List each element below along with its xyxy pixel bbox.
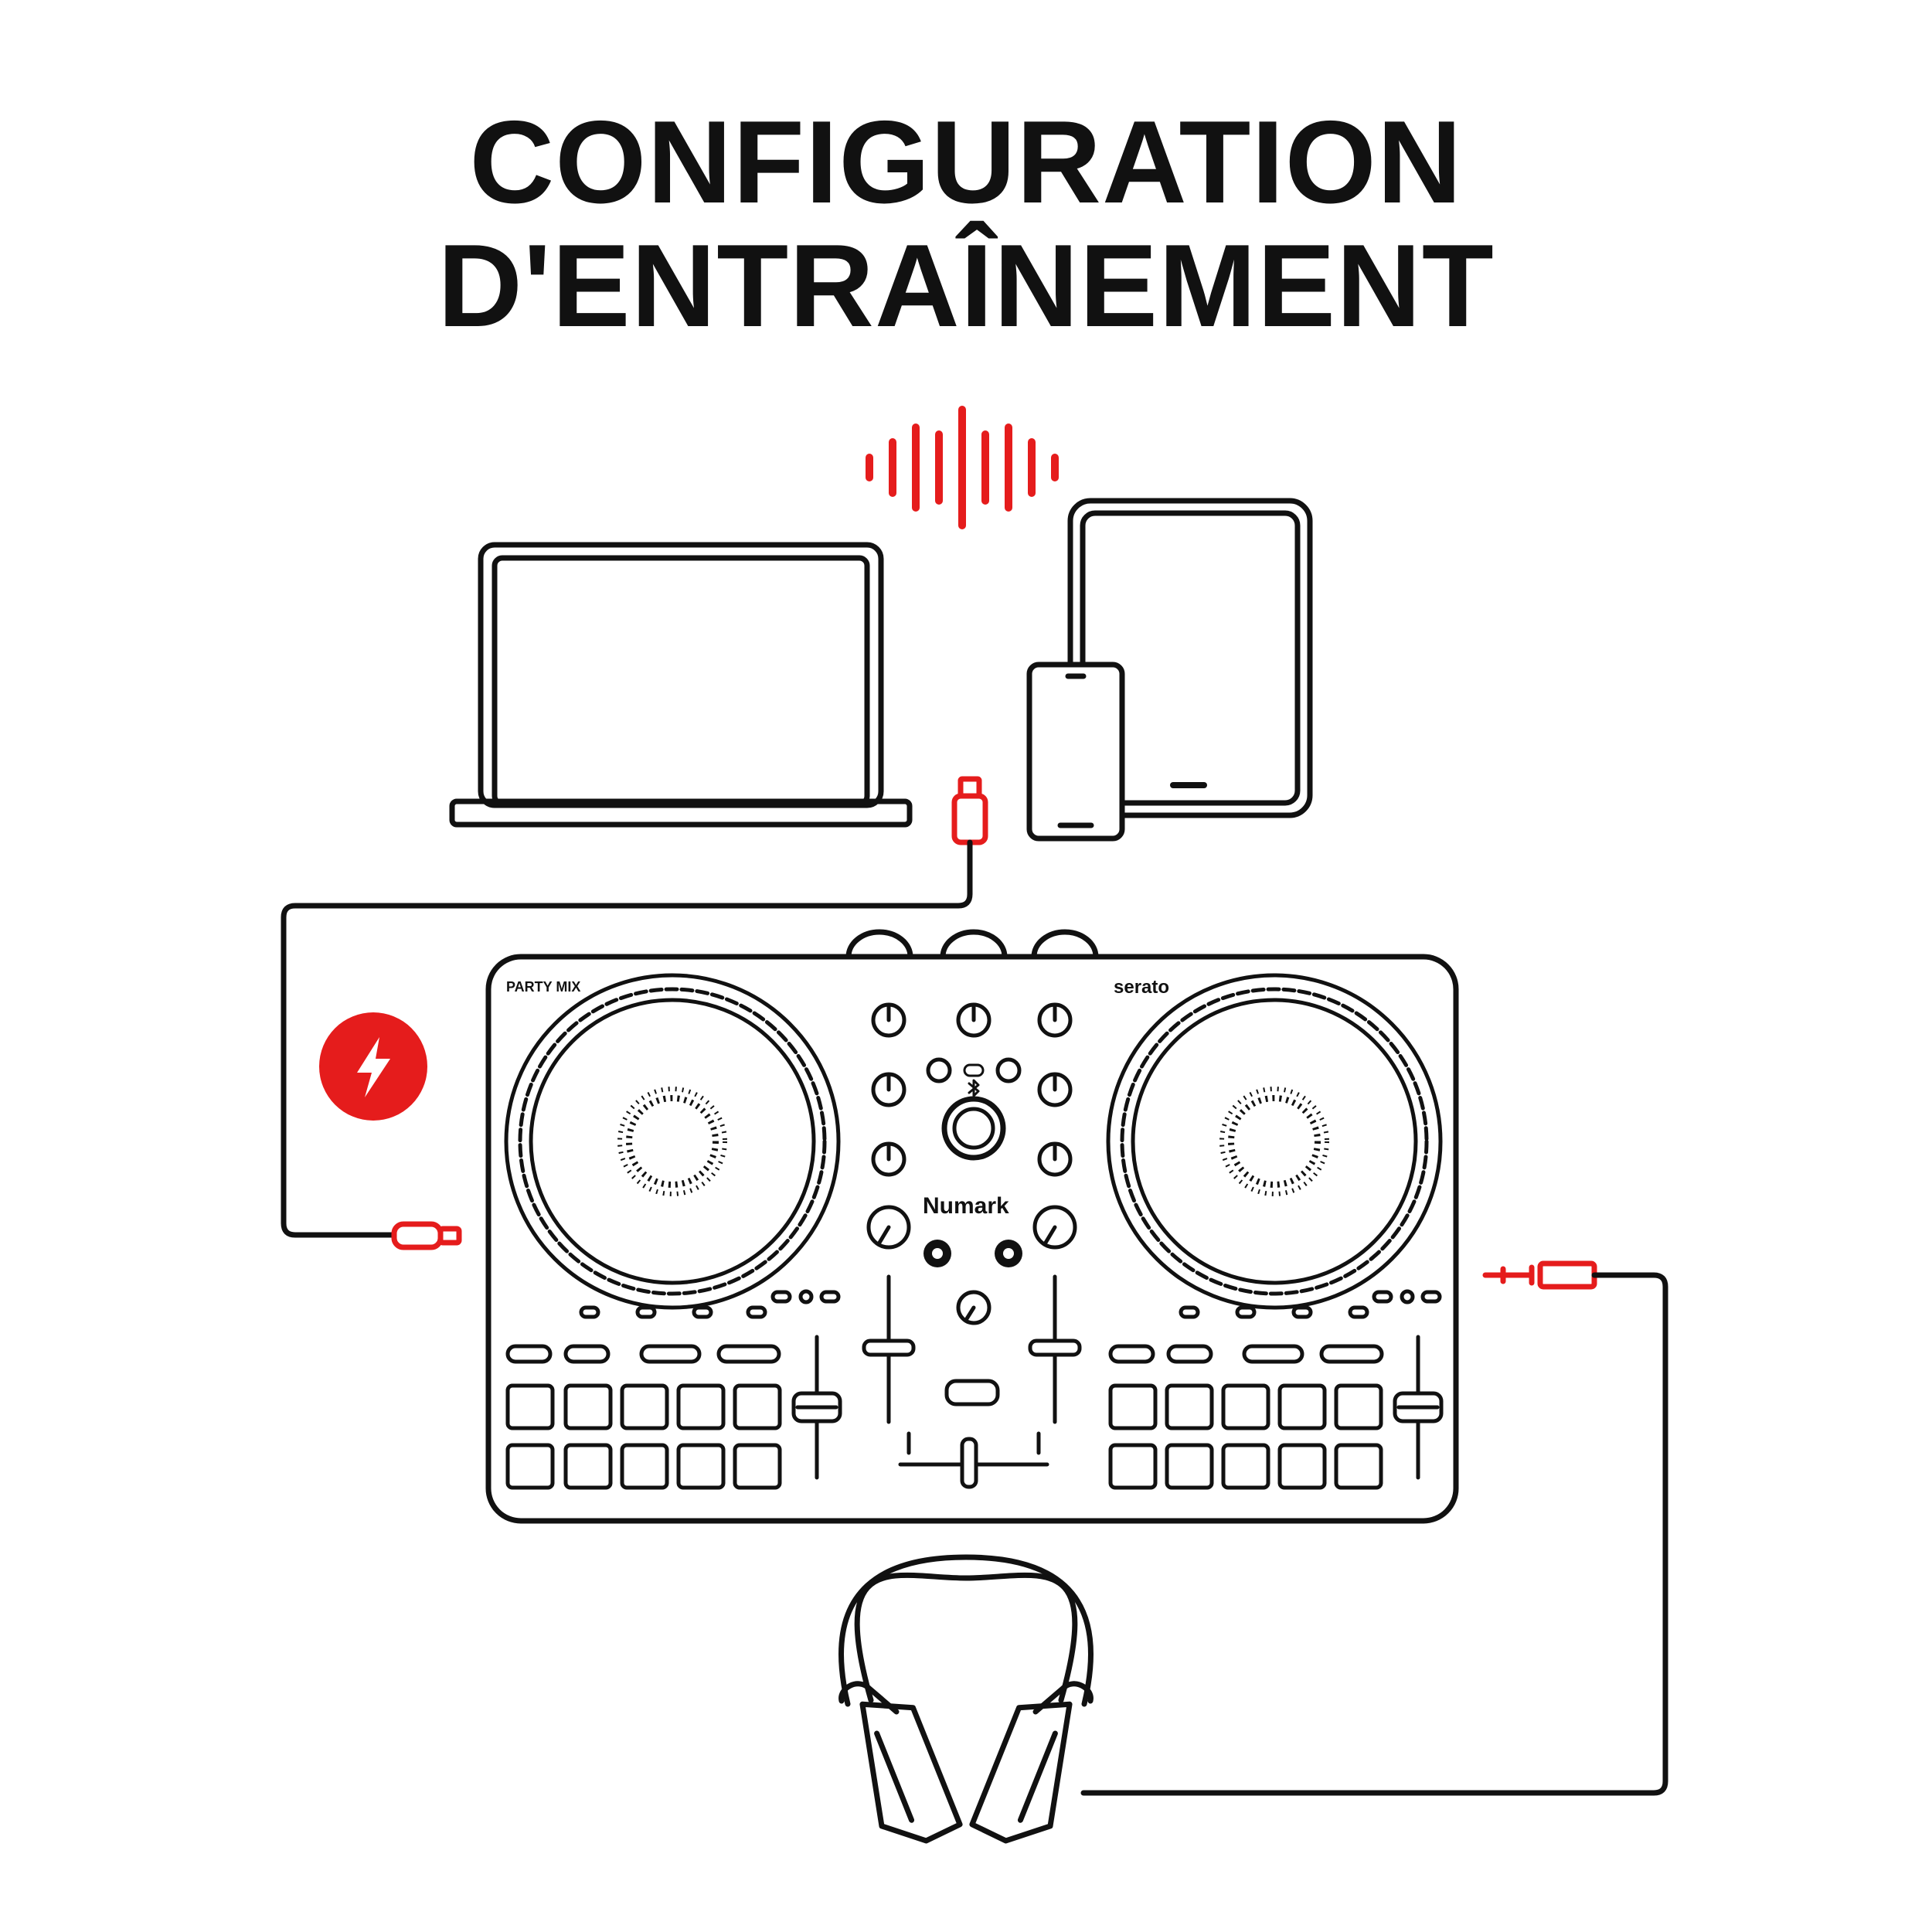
pitch-fader-left[interactable]: [791, 1335, 842, 1480]
performance-pads-left[interactable]: [505, 1383, 782, 1490]
title-line-2: D'ENTRAÎNEMENT: [437, 220, 1495, 352]
power-bolt-icon: [319, 1012, 427, 1121]
usb-cable: [281, 839, 973, 1238]
bluetooth-icon: [963, 1063, 985, 1097]
pitch-fader-right[interactable]: [1393, 1335, 1444, 1480]
headphones-icon: [838, 1554, 1094, 1844]
audio-jack-icon: [1482, 1260, 1597, 1290]
page-title: CONFIGURATION D'ENTRAÎNEMENT: [0, 100, 1932, 348]
center-button[interactable]: [944, 1379, 1000, 1406]
usb-a-plug-icon: [951, 776, 988, 845]
deck-left-small-buttons[interactable]: [579, 1289, 841, 1319]
title-line-1: CONFIGURATION: [469, 97, 1463, 228]
deck-right-mode-buttons[interactable]: [1108, 1344, 1384, 1364]
dj-controller: PARTY MIX serato Numark: [485, 929, 1459, 1524]
jog-wheel-left[interactable]: [504, 973, 841, 1310]
deck-right-small-buttons[interactable]: [1179, 1289, 1442, 1319]
model-label: PARTY MIX: [506, 979, 580, 995]
brand-label: Numark: [923, 1193, 1009, 1219]
browse-knob[interactable]: [941, 1096, 1006, 1161]
mixer-knobs[interactable]: [866, 1002, 1077, 1325]
deck-left-mode-buttons[interactable]: [505, 1344, 781, 1364]
channel-fader-right[interactable]: [1028, 1274, 1082, 1424]
usb-c-plug-icon: [391, 1221, 462, 1250]
headphone-jacks: [923, 1240, 1022, 1267]
sound-wave-icon: [866, 406, 1059, 529]
crossfader[interactable]: [898, 1431, 1049, 1489]
software-label: serato: [1114, 977, 1169, 998]
laptop-icon: [449, 542, 913, 828]
jog-wheel-right[interactable]: [1106, 973, 1443, 1310]
performance-pads-right[interactable]: [1108, 1383, 1383, 1490]
tablet-icon: [1067, 498, 1313, 818]
smartphone-icon: [1026, 662, 1125, 842]
headphone-cable: [1080, 1272, 1668, 1796]
channel-fader-left[interactable]: [862, 1274, 916, 1424]
